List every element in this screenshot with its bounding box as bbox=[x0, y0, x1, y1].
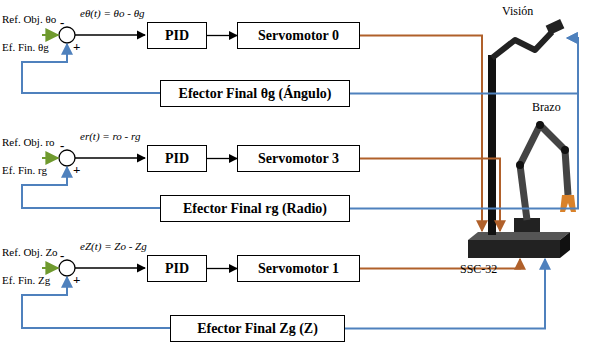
board-label: SSC-32 bbox=[460, 262, 497, 277]
summing-circle bbox=[59, 150, 75, 166]
signal-arrow bbox=[207, 158, 237, 159]
box-label: Servomotor 3 bbox=[258, 151, 339, 167]
box-label: Efector Final θg (Ángulo) bbox=[179, 86, 332, 102]
camera-bracket bbox=[492, 32, 552, 58]
servomotor-box: Servomotor 3 bbox=[237, 145, 360, 172]
reference-arrow bbox=[42, 157, 58, 159]
sign-label: - bbox=[60, 16, 64, 29]
sign-label: - bbox=[60, 139, 64, 152]
sign-label: + bbox=[73, 163, 80, 176]
error-line bbox=[75, 34, 145, 35]
camera bbox=[546, 19, 565, 35]
feedback-box: Efector Final Zg (Z) bbox=[170, 315, 345, 342]
sign-label: - bbox=[60, 249, 64, 262]
vision-line bbox=[345, 259, 545, 329]
error-label: eθ(t) = θo - θg bbox=[80, 7, 145, 20]
feedback-label: Ef. Fin. θg bbox=[2, 41, 49, 54]
reference-label: Ref. Obj. Zo bbox=[2, 246, 58, 259]
feedback-box: Efector Final θg (Ángulo) bbox=[160, 80, 350, 107]
box-label: Servomotor 0 bbox=[258, 28, 339, 44]
box-label: Efector Final Zg (Z) bbox=[197, 321, 318, 337]
error-line bbox=[75, 157, 145, 158]
vision-label: Visión bbox=[502, 4, 533, 19]
box-label: PID bbox=[165, 261, 189, 277]
arm-joint bbox=[516, 161, 524, 169]
signal-arrow bbox=[207, 268, 237, 269]
box-label: PID bbox=[165, 28, 189, 44]
reference-arrow bbox=[42, 267, 58, 269]
summing-circle bbox=[59, 260, 75, 276]
box-label: PID bbox=[165, 151, 189, 167]
reference-label: Ref. Obj. θo bbox=[2, 13, 56, 26]
reference-label: Ref. Obj. ro bbox=[2, 136, 55, 149]
error-label: er(t) = ro - rg bbox=[80, 130, 140, 143]
arm-label: Brazo bbox=[532, 100, 561, 115]
feedback-label: Ef. Fin. rg bbox=[2, 164, 47, 177]
error-line bbox=[75, 267, 145, 268]
box-label: Efector Final rg (Radio) bbox=[183, 201, 327, 217]
reference-arrow bbox=[42, 34, 58, 36]
pid-box: PID bbox=[147, 255, 207, 282]
summing-junction bbox=[22, 150, 160, 208]
servomotor-box: Servomotor 0 bbox=[237, 22, 360, 49]
signal-arrow bbox=[207, 35, 237, 36]
servomotor-box: Servomotor 1 bbox=[237, 255, 360, 282]
feedback-box: Efector Final rg (Radio) bbox=[160, 195, 350, 222]
pid-box: PID bbox=[147, 145, 207, 172]
arm-base bbox=[514, 218, 540, 232]
sign-label: + bbox=[73, 273, 80, 286]
actuator-line bbox=[360, 159, 500, 232]
actuator-line bbox=[360, 36, 482, 232]
summing-circle bbox=[59, 27, 75, 43]
controller-board-side bbox=[560, 232, 570, 258]
controller-board-top bbox=[468, 232, 570, 240]
arm-joint bbox=[536, 121, 544, 129]
controller-board bbox=[468, 240, 560, 258]
arm-joint bbox=[561, 146, 569, 154]
error-label: eZ(t) = Zo - Zg bbox=[80, 240, 147, 253]
robot-figure: VisiónBrazoSSC-32 bbox=[450, 0, 588, 280]
vision-line bbox=[350, 38, 578, 209]
robot-figure bbox=[468, 19, 576, 258]
sign-label: + bbox=[73, 40, 80, 53]
feedback-label: Ef. Fin. Zg bbox=[2, 274, 50, 287]
box-label: Servomotor 1 bbox=[258, 261, 339, 277]
pid-box: PID bbox=[147, 22, 207, 49]
summing-junction bbox=[22, 27, 160, 93]
vision-line bbox=[350, 38, 578, 94]
